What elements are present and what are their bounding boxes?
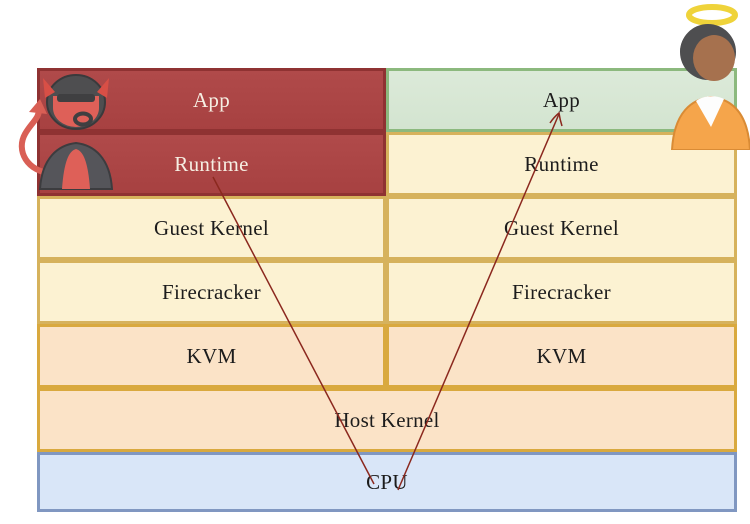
box-host-kernel-label: Host Kernel (334, 407, 440, 432)
box-cpu-label: CPU (366, 469, 408, 494)
box-attacker-kvm-label: KVM (186, 343, 237, 368)
box-attacker-runtime: Runtime (37, 132, 386, 196)
box-victim-runtime-label: Runtime (524, 151, 599, 176)
box-victim-kvm-label: KVM (536, 343, 587, 368)
box-victim-firecracker: Firecracker (386, 260, 737, 324)
box-victim-guest-kernel: Guest Kernel (386, 196, 737, 260)
box-attacker-firecracker-label: Firecracker (162, 279, 261, 304)
box-victim-runtime: Runtime (386, 132, 737, 196)
box-victim-app-label: App (542, 87, 581, 112)
box-attacker-guest-kernel-label: Guest Kernel (154, 215, 269, 240)
box-victim-firecracker-label: Firecracker (512, 279, 611, 304)
box-victim-app: App (386, 68, 737, 132)
box-attacker-app: App (37, 68, 386, 132)
box-victim-kvm: KVM (386, 324, 737, 388)
box-attacker-guest-kernel: Guest Kernel (37, 196, 386, 260)
box-attacker-firecracker: Firecracker (37, 260, 386, 324)
box-attacker-kvm: KVM (37, 324, 386, 388)
box-attacker-runtime-label: Runtime (174, 151, 249, 176)
box-victim-guest-kernel-label: Guest Kernel (504, 215, 619, 240)
box-cpu: CPU (37, 452, 737, 512)
box-host-kernel: Host Kernel (37, 388, 737, 452)
box-attacker-app-label: App (192, 87, 231, 112)
